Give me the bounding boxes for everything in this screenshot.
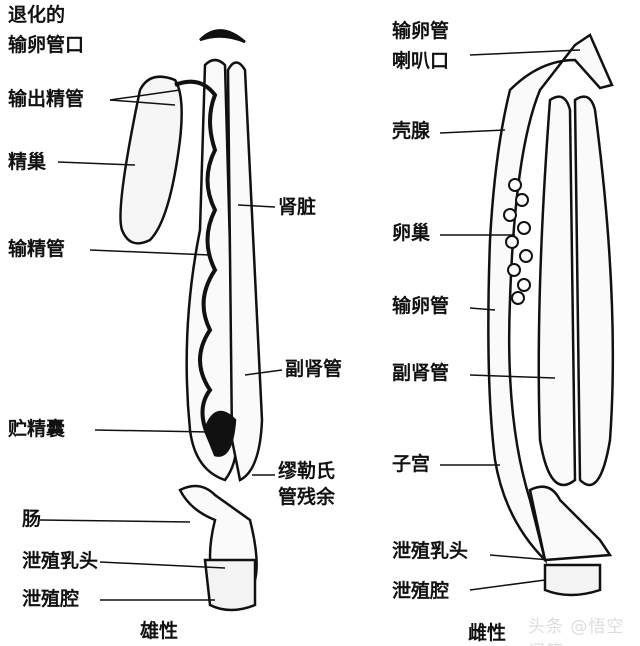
label-male-cloaca: 泄殖腔 (22, 588, 80, 610)
male-cloaca-shape (203, 558, 257, 612)
male-illustration (119, 29, 264, 612)
label-mullerian: 缪勒氏 (278, 460, 336, 482)
label-infundibulum-2: 喇叭口 (392, 50, 450, 72)
watermark: 头条 @悟空问答 (528, 617, 625, 646)
label-oviduct: 输卵管 (392, 295, 450, 317)
label-degenerate-oviduct: 退化的 (8, 4, 66, 26)
label-female-accessory-duct: 副肾管 (392, 362, 450, 384)
leader-lines (39, 49, 581, 601)
label-uterus: 子宫 (392, 453, 431, 475)
label-female-cloaca: 泄殖腔 (392, 580, 450, 602)
ovary-eggs (503, 178, 533, 305)
kidney-right (226, 61, 264, 482)
label-female-papilla: 泄殖乳头 (392, 540, 469, 562)
female-kidney-left (537, 95, 577, 487)
label-efferent-ducts: 输出精管 (8, 88, 85, 110)
female-kidney-right (573, 95, 615, 487)
label-infundibulum: 输卵管 (392, 20, 450, 42)
seminal-vesicle (203, 410, 237, 457)
vas-deferens-coil (174, 79, 218, 441)
testis-shape (119, 75, 183, 245)
female-title: 雌性 (468, 622, 507, 644)
label-kidney: 肾脏 (278, 196, 317, 218)
oviduct-shape (487, 33, 614, 565)
uterus-shape (528, 485, 613, 562)
female-illustration (487, 33, 615, 597)
label-testis: 精巢 (8, 151, 47, 173)
kidney-left (185, 58, 238, 482)
label-mullerian-2: 管残余 (278, 486, 336, 508)
label-vas-deferens: 输精管 (8, 238, 66, 260)
label-male-accessory-duct: 副肾管 (285, 358, 343, 380)
female-cloaca-shape (543, 563, 602, 597)
male-title: 雄性 (140, 620, 179, 642)
label-degenerate-oviduct-2: 输卵管口 (8, 34, 85, 56)
degenerate-oviduct-opening (199, 29, 246, 44)
label-ovary: 卵巢 (392, 222, 431, 244)
label-intestine: 肠 (22, 508, 42, 530)
label-male-papilla: 泄殖乳头 (22, 550, 99, 572)
label-shell-gland: 壳腺 (392, 120, 431, 142)
label-seminal-vesicle: 贮精囊 (8, 418, 66, 440)
